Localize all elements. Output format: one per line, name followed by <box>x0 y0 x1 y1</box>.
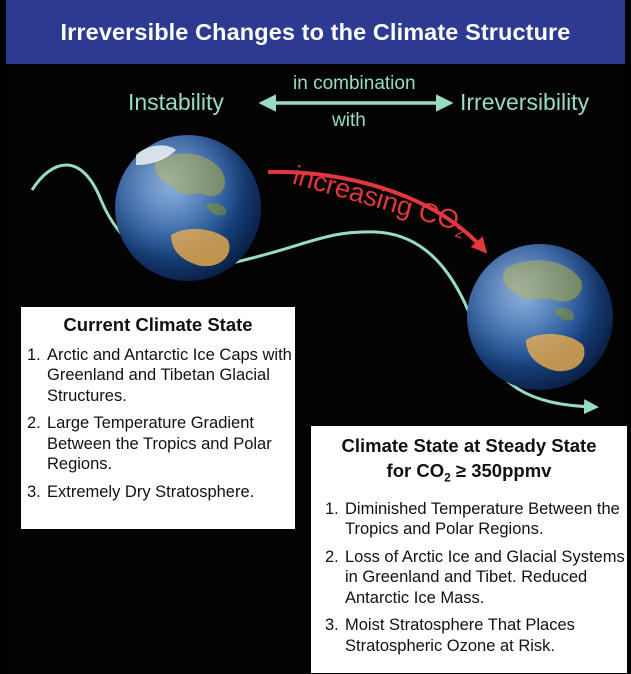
irreversibility-label: Irreversibility <box>460 89 590 115</box>
co2-arrow <box>267 169 488 254</box>
item-number: 1. <box>27 345 41 364</box>
item-text: Arctic and Antarctic Ice Caps with Green… <box>47 345 292 405</box>
item-text: Extremely Dry Stratosphere. <box>47 482 255 501</box>
diagram-frame: Irreversible Changes to the Climate Stru… <box>6 0 627 674</box>
list-item: 1. Arctic and Antarctic Ice Caps with Gre… <box>21 345 295 407</box>
list-item: 2. Large Temperature Gradient Between the… <box>21 413 295 475</box>
steady-heading-line1: Climate State at Steady State <box>341 435 597 456</box>
steady-heading-prefix: for CO <box>386 460 445 481</box>
list-item: 2. Loss of Arctic Ice and Glacial Systems… <box>311 547 627 609</box>
item-text: Diminished Temperature Between the Tropi… <box>345 499 620 539</box>
list-item: 3. Extremely Dry Stratosphere. <box>21 482 295 503</box>
steady-state-heading: Climate State at Steady State for CO2 ≥ … <box>311 433 627 491</box>
steady-heading-suffix: ≥ 350ppmv <box>450 460 552 481</box>
item-number: 3. <box>325 616 339 635</box>
title-bar: Irreversible Changes to the Climate Stru… <box>6 0 625 64</box>
current-state-heading: Current Climate State <box>63 314 253 335</box>
list-item: 1. Diminished Temperature Between the Tro… <box>311 499 627 540</box>
page-title: Irreversible Changes to the Climate Stru… <box>60 18 571 45</box>
instability-label: Instability <box>128 89 224 115</box>
item-number: 3. <box>27 482 41 501</box>
item-number: 2. <box>325 547 339 566</box>
current-climate-state-box: Current Climate State 1. Arctic and Antar… <box>21 307 295 529</box>
item-text: Loss of Arctic Ice and Glacial Systems i… <box>345 547 625 607</box>
steady-heading-sub: 2 <box>444 470 451 485</box>
earth-globe-future <box>467 244 613 390</box>
connector-bottom-label: with <box>332 110 366 131</box>
steady-state-box: Climate State at Steady State for CO2 ≥ … <box>311 426 627 673</box>
earth-globe-current <box>115 135 261 281</box>
list-item: 3. Moist Stratosphere That Places Stratos… <box>311 615 627 656</box>
item-text: Large Temperature Gradient Between the T… <box>47 414 272 473</box>
item-number: 2. <box>27 414 41 432</box>
item-text: Moist Stratosphere That Places Stratosph… <box>345 616 575 655</box>
diagram-graphics <box>30 94 613 415</box>
item-number: 1. <box>325 499 339 518</box>
connector-top-label: in combination <box>293 73 416 94</box>
